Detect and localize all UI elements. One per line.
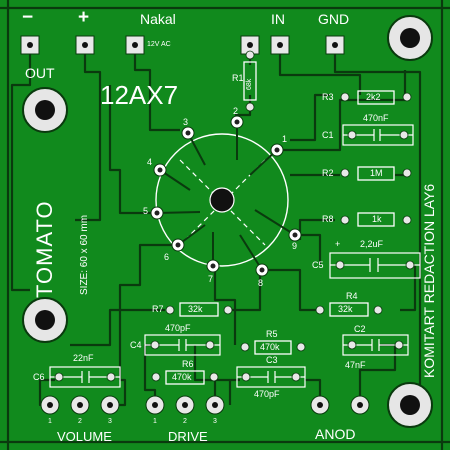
drive-pin-3-label: 3: [213, 418, 217, 425]
tube-pin-6-label: 6: [164, 252, 170, 262]
tube-pin-8-label: 8: [258, 278, 264, 288]
c5-polarity: +: [335, 239, 341, 249]
anod-terminal-label: ANOD: [315, 426, 356, 442]
drive-pin-2-label: 2: [183, 418, 187, 425]
drive-pot-label: DRIVE: [168, 429, 208, 444]
terminal-pads: [20, 35, 345, 55]
tube-pin-2-label: 2: [233, 106, 239, 116]
tube-pin-4-label: 4: [147, 157, 153, 167]
r1-value: 68k: [246, 78, 253, 90]
r6-ref: R6: [182, 359, 194, 369]
c6-value: 22nF: [73, 353, 94, 363]
r1-ref: R1: [232, 73, 244, 83]
c3-ref: C3: [266, 355, 278, 365]
nakal-terminal-label: Nakal: [140, 11, 176, 27]
c2-ref: C2: [354, 324, 366, 334]
tube-pin-9-label: 9: [292, 241, 298, 251]
c6-ref: C6: [33, 372, 45, 382]
plus-terminal-label: +: [78, 7, 90, 28]
board-size-label: SIZE: 60 x 60 mm: [79, 214, 90, 295]
c3-value: 470pF: [254, 389, 280, 399]
component-pads: [54, 50, 415, 382]
minus-terminal-label: −: [22, 7, 34, 28]
mounting-holes: [22, 15, 433, 428]
r3-ref: R3: [322, 92, 334, 102]
c4-ref: C4: [130, 340, 142, 350]
r8-ref: R8: [322, 214, 334, 224]
r7-ref: R7: [152, 304, 164, 314]
tube-pin-3-label: 3: [183, 117, 189, 127]
tube-pin-5-label: 5: [143, 206, 149, 216]
out-terminal-label: OUT: [25, 65, 55, 81]
tube-center-hole: [209, 187, 235, 213]
r3-value: 2k2: [366, 92, 381, 102]
tube-internal-traces: [156, 122, 296, 271]
c2-value: 47nF: [345, 360, 366, 370]
board-title: TOMATO: [32, 200, 57, 298]
volume-pot-label: VOLUME: [57, 429, 112, 444]
r4-value: 32k: [338, 304, 353, 314]
capacitor-bodies: [49, 124, 421, 388]
tube-type-label: 12AX7: [100, 80, 179, 110]
volume-pin-3-label: 3: [108, 418, 112, 425]
tube-socket-pins: [150, 115, 302, 277]
tube-pin-1-label: 1: [282, 134, 288, 144]
c1-ref: C1: [322, 130, 334, 140]
pot-pads: [40, 395, 370, 415]
r6-value: 470k: [172, 372, 192, 382]
author-credit: KOMITART REDACTION LAY6: [421, 183, 437, 378]
c1-value: 470nF: [363, 113, 389, 123]
c5-value: 2,2uF: [360, 239, 384, 249]
r2-value: 1M: [370, 168, 383, 178]
r2-ref: R2: [322, 168, 334, 178]
volume-pin-2-label: 2: [78, 418, 82, 425]
r7-value: 32k: [188, 304, 203, 314]
tube-pin-drills: [154, 119, 298, 273]
r5-ref: R5: [266, 329, 278, 339]
r4-ref: R4: [346, 291, 358, 301]
c5-ref: C5: [312, 260, 324, 270]
nakal-voltage-note: 12V AC: [147, 41, 171, 48]
c4-value: 470pF: [165, 323, 191, 333]
capacitor-symbols: [50, 129, 420, 383]
r5-value: 470k: [260, 342, 280, 352]
drive-pin-1-label: 1: [153, 418, 157, 425]
tube-outline: [155, 133, 289, 267]
in-terminal-label: IN: [271, 11, 285, 27]
tube-pin-7-label: 7: [208, 274, 214, 284]
volume-pin-1-label: 1: [48, 418, 52, 425]
r8-value: 1k: [372, 214, 382, 224]
gnd-terminal-label: GND: [318, 11, 350, 27]
resistor-bodies: [165, 61, 395, 385]
